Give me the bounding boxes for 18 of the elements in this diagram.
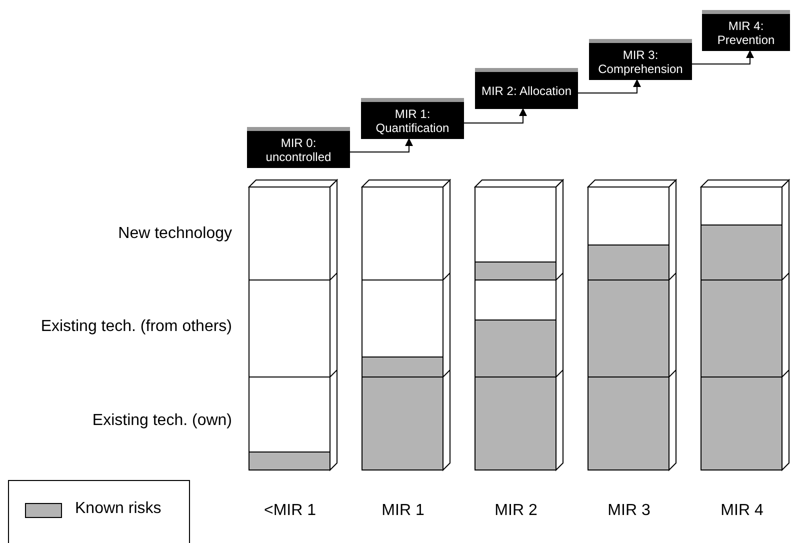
row-label: New technology xyxy=(118,225,232,243)
arrow xyxy=(578,79,641,94)
arrow xyxy=(350,138,413,152)
stage-box: MIR 0: uncontrolled xyxy=(247,127,350,168)
legend-label: Known risks xyxy=(75,500,162,518)
column-label: MIR 1 xyxy=(382,502,424,520)
stage-box: MIR 3: Comprehension xyxy=(589,39,692,80)
column-label: MIR 2 xyxy=(494,502,538,520)
arrow xyxy=(692,50,754,64)
column-label: MIR 4 xyxy=(720,502,764,520)
column-label: MIR 3 xyxy=(608,502,650,520)
row-label: Existing tech. (from others) xyxy=(40,318,232,336)
stage-box: MIR 1: Quantification xyxy=(361,98,464,139)
row-label: Existing tech. (own) xyxy=(92,412,232,430)
stage-box: MIR 2: Allocation xyxy=(475,68,578,109)
column-label: <MIR 1 xyxy=(264,502,316,520)
arrow xyxy=(464,108,527,124)
stage-box: MIR 4: Prevention xyxy=(702,10,790,51)
